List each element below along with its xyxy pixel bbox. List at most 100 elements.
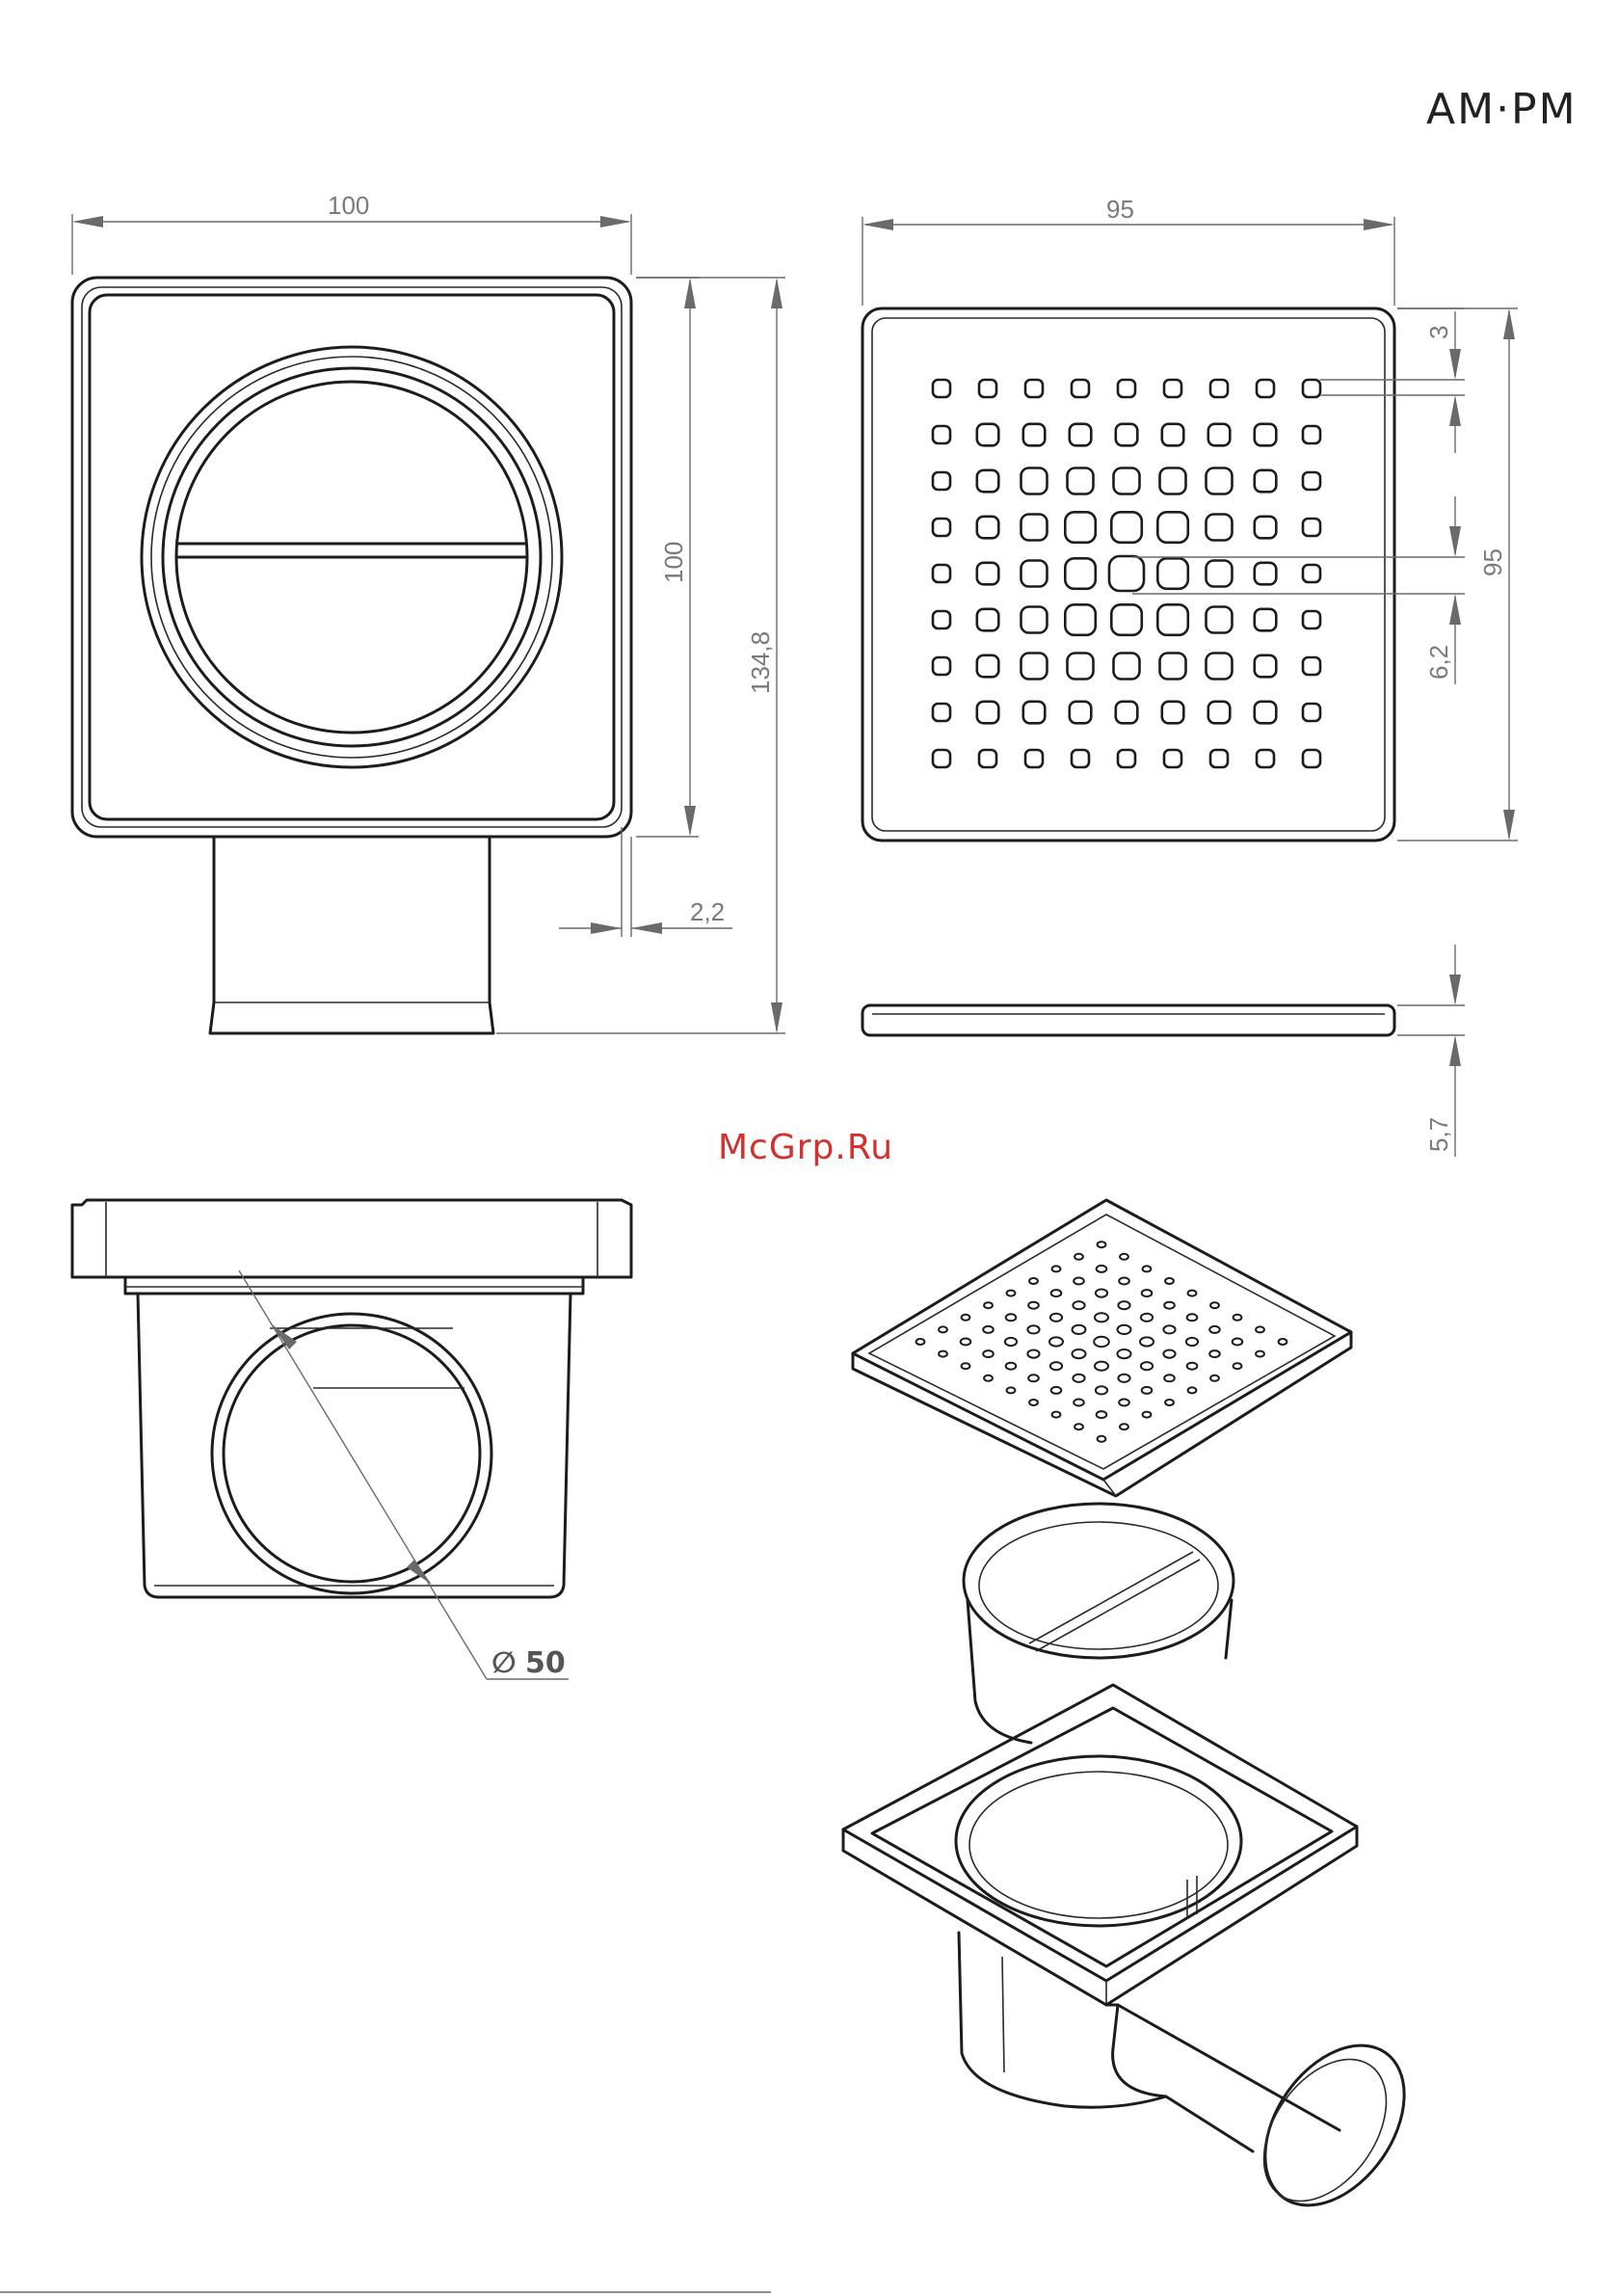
iso-grate-hole [1120, 1424, 1128, 1429]
grate-hole [1116, 702, 1138, 724]
grate-hole [1303, 380, 1320, 397]
iso-grate-hole [939, 1326, 947, 1332]
iso-grate-hole [1118, 1301, 1129, 1309]
iso-grate-hole [1143, 1412, 1152, 1418]
iso-grate-hole [1073, 1325, 1086, 1334]
iso-funnel [964, 1504, 1233, 1743]
grate-hole [977, 609, 999, 631]
grate-hole [1070, 424, 1092, 446]
iso-grate-hole [1098, 1436, 1106, 1442]
iso-grate-hole [1233, 1315, 1242, 1321]
iso-grate-hole [1006, 1363, 1017, 1370]
grate-hole [1072, 380, 1089, 397]
total-height-dimension: 134,8 [496, 278, 785, 1033]
grate-hole [1157, 558, 1188, 589]
grate-hole [1255, 517, 1277, 539]
grate-thickness-dimension: 5,7 [1397, 945, 1465, 1157]
grate-top-view [862, 308, 1394, 841]
grate-hole [1164, 750, 1181, 767]
iso-grate-hole [1164, 1375, 1175, 1381]
grate-width-label: 95 [1106, 195, 1134, 224]
iso-grate-hole [1118, 1349, 1131, 1358]
grate-hole [1114, 654, 1140, 680]
iso-grate-hole [916, 1339, 925, 1345]
iso-grate-hole [1095, 1362, 1108, 1371]
grate-hole [1303, 611, 1320, 628]
grate-height-dimension: 95 [1397, 308, 1518, 841]
grate-hole [1157, 604, 1188, 635]
grate-hole [1025, 750, 1043, 767]
grate-hole [933, 426, 950, 443]
iso-grate-hole [1165, 1400, 1174, 1405]
grate-holes [933, 380, 1320, 767]
grate-hole [1303, 657, 1320, 675]
iso-grate-hole [1188, 1387, 1197, 1393]
iso-grate-hole [1051, 1387, 1062, 1394]
iso-grate-hole [1164, 1302, 1175, 1309]
grate-hole [1208, 702, 1231, 724]
iso-grate-hole [1118, 1375, 1129, 1382]
grate-hole [1021, 654, 1048, 680]
grate-hole [933, 565, 950, 582]
iso-grate-hole [1073, 1349, 1086, 1358]
iso-grate-hole [1233, 1363, 1242, 1369]
grate-margin-dimension: 3 [1320, 308, 1465, 453]
grate-hole [1111, 512, 1142, 543]
body-width-label: 100 [328, 191, 369, 220]
iso-grate-hole [1005, 1338, 1017, 1346]
flange-offset-label: 2,2 [690, 897, 725, 926]
grate-hole [1065, 604, 1096, 635]
grate-side-view [862, 1005, 1394, 1035]
grate-hole [933, 704, 950, 721]
iso-grate-hole [961, 1339, 971, 1346]
grate-hole [933, 750, 950, 767]
iso-grate-hole [1119, 1278, 1129, 1285]
iso-body [843, 1685, 1433, 2231]
grate-hole [1114, 468, 1140, 494]
outlet-diameter-dimension: ∅ 50 [239, 1270, 569, 1680]
iso-grate-hole [984, 1375, 993, 1381]
body-width-dimension: 100 [72, 191, 631, 275]
grate-width-dimension: 95 [862, 195, 1394, 306]
brand-logo: AM·PM [1426, 85, 1578, 134]
grate-hole [1255, 470, 1277, 493]
hole-pitch-dimension: 6,2 [1132, 496, 1465, 684]
iso-grate-hole [1029, 1400, 1038, 1405]
iso-grate-hole [1028, 1302, 1039, 1309]
iso-grate-hole [1006, 1314, 1017, 1321]
grate-hole [1208, 424, 1231, 446]
iso-grate-hole [1163, 1350, 1175, 1358]
watermark: McGrp.Ru [718, 1128, 893, 1167]
grate-hole [1257, 380, 1274, 397]
grate-hole [1072, 750, 1089, 767]
grate-margin-label: 3 [1424, 326, 1453, 339]
iso-grate-hole [1074, 1400, 1084, 1406]
iso-grate-hole [1186, 1338, 1198, 1346]
body-front-view [72, 1200, 631, 1597]
grate-hole [1118, 380, 1135, 397]
grate-hole [1025, 380, 1043, 397]
grate-hole [933, 380, 950, 397]
grate-hole [1109, 556, 1144, 591]
iso-grate [853, 1200, 1351, 1496]
grate-hole [1021, 515, 1048, 541]
iso-grate-hole [1210, 1375, 1219, 1381]
iso-grate-hole [1097, 1266, 1107, 1272]
grate-hole [1303, 472, 1320, 490]
grate-hole [1160, 654, 1186, 680]
iso-grate-hole [983, 1326, 994, 1333]
iso-grate-hole [1140, 1337, 1154, 1346]
outlet-diameter-label: 50 [525, 1646, 566, 1680]
iso-grate-hole [962, 1363, 970, 1369]
iso-grate-hole [1256, 1326, 1264, 1332]
iso-grate-hole [1096, 1386, 1107, 1394]
flange-offset-dimension: 2,2 [559, 827, 732, 937]
grate-hole [933, 519, 950, 536]
iso-grate-hole [1256, 1351, 1264, 1357]
grate-hole [1021, 561, 1048, 587]
iso-grate-hole [1095, 1313, 1108, 1322]
iso-grate-hole [1209, 1350, 1220, 1357]
grate-hole [1255, 563, 1277, 585]
grate-hole [979, 380, 996, 397]
